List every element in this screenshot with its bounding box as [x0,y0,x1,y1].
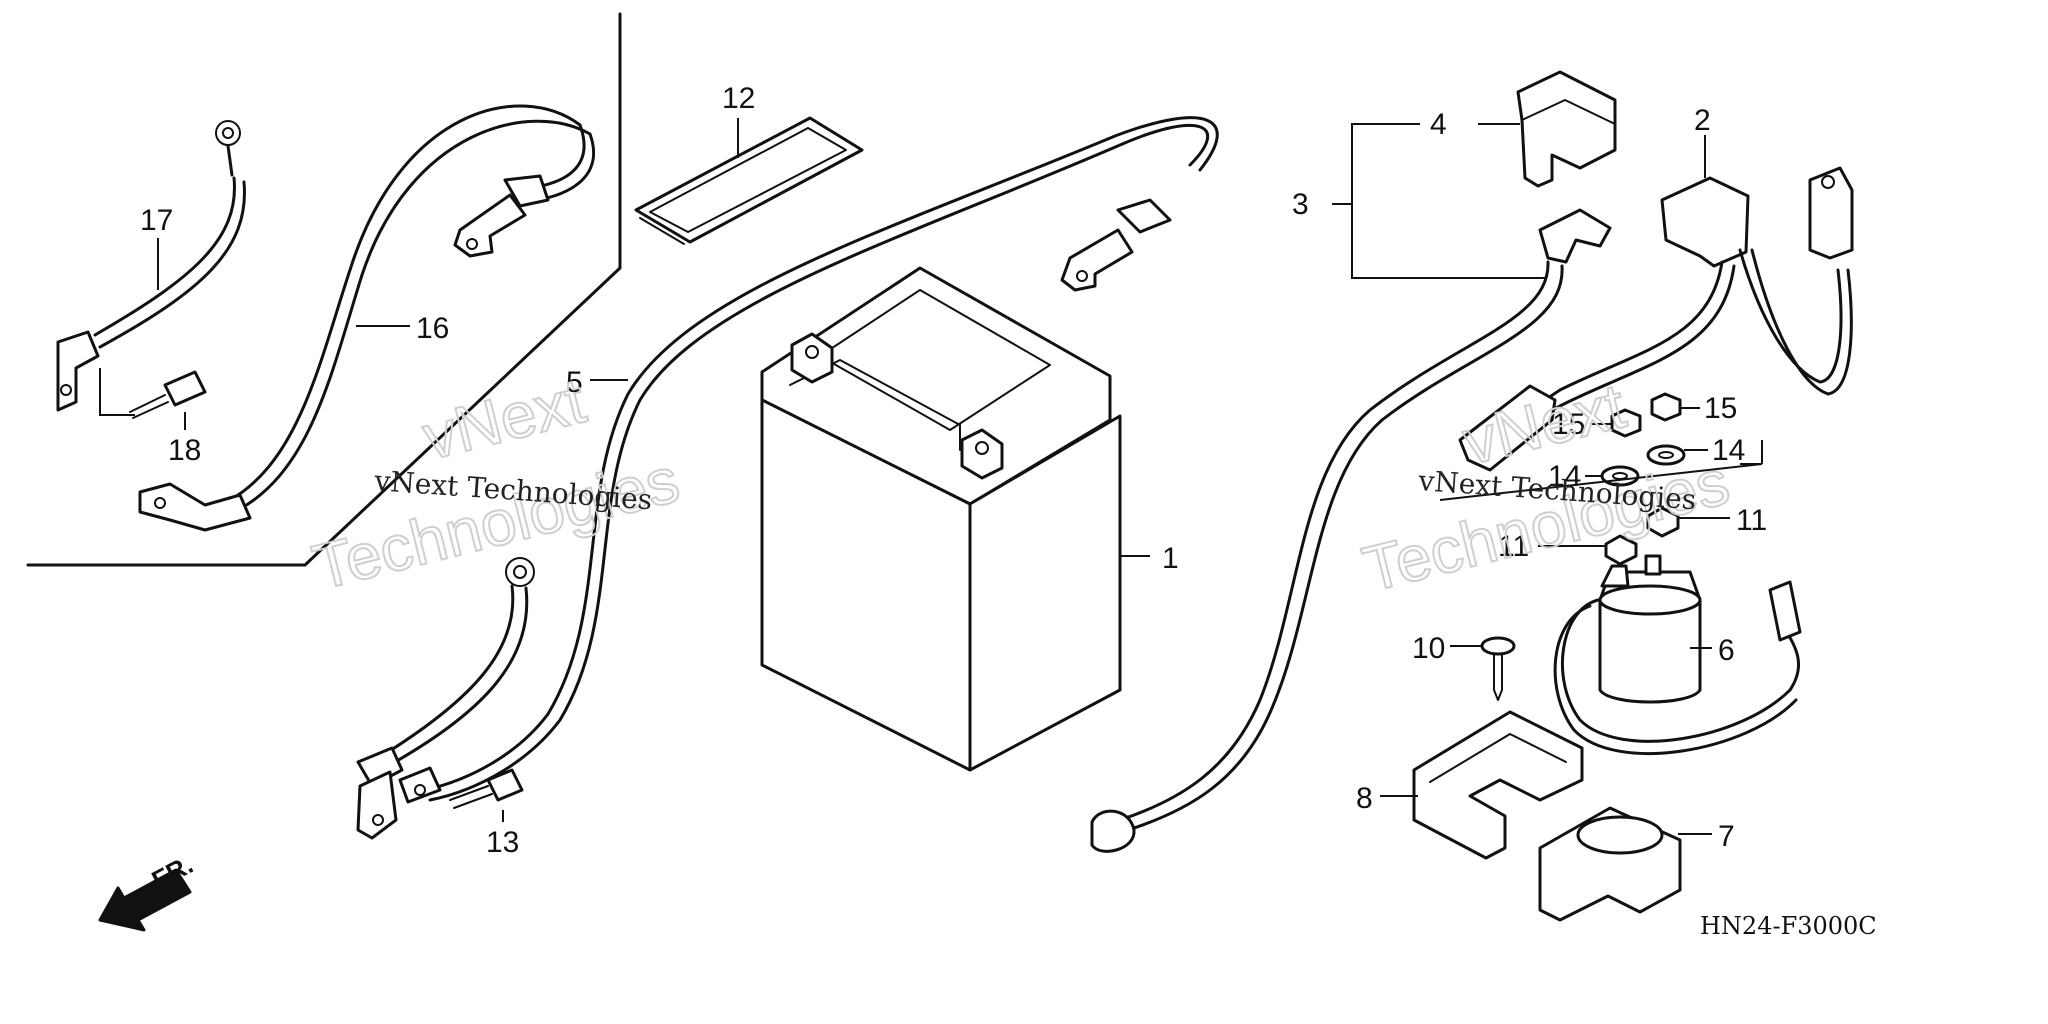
battery-band-12 [634,116,864,245]
callout-2: 2 [1694,104,1711,137]
callout-16: 16 [416,312,449,345]
callout-10: 10 [1412,632,1445,665]
watermark-left: vNext Technologies vNext Technologies [305,363,687,604]
screw-10 [1480,636,1516,701]
leader-lines [157,118,1763,835]
callout-15-left: 15 [1552,408,1585,441]
callout-3: 3 [1292,188,1309,221]
callout-8: 8 [1356,782,1373,815]
callout-18: 18 [168,434,201,467]
callout-14-right: 14 [1712,434,1745,467]
callout-14-left: 14 [1548,460,1581,493]
callout-7: 7 [1718,820,1735,853]
cable-16 [138,104,595,532]
callout-6: 6 [1718,634,1735,667]
svg-text:vNext: vNext [416,364,592,473]
inset-border [26,12,622,567]
battery-1 [760,266,1122,772]
diagram-code: HN24-F3000C [1700,912,1877,940]
cable-3 [1090,208,1612,853]
cable-2 [1458,166,1854,472]
callout-15-right: 15 [1704,392,1737,425]
callout-4: 4 [1430,108,1447,141]
callout-17: 17 [140,204,173,237]
bolt-13 [449,768,524,809]
callout-13: 13 [486,826,519,859]
callout-labels: 1 2 3 4 5 6 7 8 10 11 11 12 13 14 14 15 … [140,82,1767,859]
cover-8 [1412,710,1584,860]
svg-text:vNext: vNext [1456,369,1632,478]
svg-text:Technologies: Technologies [306,443,686,603]
cable-lower-left [356,557,535,840]
callout-12: 12 [722,82,755,115]
callout-5: 5 [566,366,583,399]
bolt-18 [99,368,207,419]
callout-11-right: 11 [1736,504,1767,537]
holder-7 [1538,806,1682,922]
nut-11-a [1604,534,1638,566]
nut-11-b [1646,506,1680,538]
cable-5 [423,116,1219,802]
callout-1: 1 [1162,542,1179,575]
nut-15-a [1610,408,1642,438]
front-direction-arrow: FR. [98,849,198,932]
starter-relay-6 [1553,554,1802,756]
nut-15-b [1650,392,1682,422]
callout-11-left: 11 [1498,530,1529,563]
cap-4 [1516,70,1617,188]
washer-14-b [1646,444,1686,466]
cable-17 [56,120,246,412]
